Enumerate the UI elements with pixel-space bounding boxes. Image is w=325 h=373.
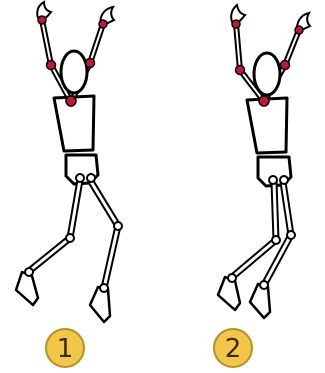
figure-1-right-leg <box>90 180 118 322</box>
figure-2-elbow-joint-left <box>236 66 245 75</box>
figure-2-label-badge: 2 <box>214 329 252 367</box>
figure-2-elbow-joint-right <box>281 61 290 70</box>
figure-1-elbow-joint-left <box>47 61 56 70</box>
figure-1-head <box>61 51 87 93</box>
figure-2-knee-joint-left <box>272 236 280 244</box>
figure-2-ankle-joint-left <box>228 274 236 282</box>
figure-2-hip-joint-left <box>269 176 277 184</box>
figure-1-ankle-joint-right <box>100 284 108 292</box>
figure-2: 2 <box>214 5 310 367</box>
figure-1-shoulder-joint <box>66 96 76 106</box>
figure-2-wrist-joint-left <box>232 20 240 28</box>
figure-1-elbow-joint-right <box>86 59 95 68</box>
figure-1-wrist-joint-right <box>99 20 107 28</box>
figure-1-ankle-joint-left <box>25 268 33 276</box>
figure-1-hip-joint-right <box>87 174 95 182</box>
figure-2-right-leg <box>250 182 291 318</box>
figure-2-hip-joint-right <box>280 176 288 184</box>
figure-1-label: 1 <box>57 334 74 364</box>
figure-1: 1 <box>16 2 122 367</box>
figure-1-label-badge: 1 <box>46 329 84 367</box>
figure-1-left-foot <box>16 272 38 305</box>
figure-2-torso <box>247 98 287 153</box>
figure-2-knee-joint-right <box>287 231 295 239</box>
figure-1-hip-joint-left <box>76 174 84 182</box>
figure-2-shoulder-joint <box>259 96 269 106</box>
figure-1-right-foot <box>90 287 110 322</box>
figure-2-ankle-joint-right <box>260 281 268 289</box>
figure-2-wrist-joint-right <box>295 26 303 34</box>
figure-2-right-foot <box>250 284 270 318</box>
figure-1-knee-joint-left <box>66 234 74 242</box>
figure-2-head <box>254 53 280 95</box>
figure-1-wrist-joint-left <box>38 16 46 24</box>
figure-2-label: 2 <box>225 334 242 364</box>
figure-1-knee-joint-right <box>114 222 122 230</box>
